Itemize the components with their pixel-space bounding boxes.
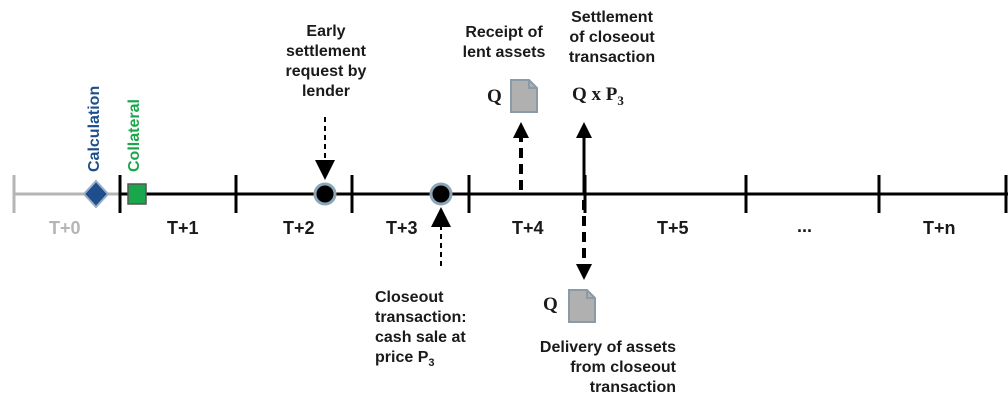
delivery-line: transaction (589, 379, 676, 396)
closeout-event-dot (429, 182, 453, 206)
early-settlement-line: lender (301, 83, 350, 100)
closeout-price-sub: 3 (428, 357, 435, 370)
closeout-price-word: price P (375, 349, 429, 366)
delivery-label: Delivery of assets from closeout transac… (526, 338, 676, 398)
tick-label-t1: T+1 (167, 218, 199, 238)
delivery-line: from closeout (570, 359, 676, 376)
delivery-arrowhead-icon (576, 264, 592, 280)
collateral-marker-icon (127, 183, 147, 205)
tick-label-ellipsis: ... (797, 216, 813, 236)
collateral-label: Collateral (126, 99, 143, 172)
receipt-quantity: Q (487, 86, 502, 107)
tick-label-t0: T+0 (49, 218, 81, 238)
closeout-line: cash sale at (375, 329, 466, 346)
delivery-line: Delivery of assets (539, 339, 676, 356)
closeout-price-text: Q x P (572, 84, 618, 105)
early-settlement-line: Early (306, 23, 346, 40)
closeout-line-price: price P3 (375, 348, 485, 373)
receipt-arrowhead-icon (513, 122, 529, 138)
closeout-line: Closeout (375, 289, 444, 306)
closeout-line: transaction: (375, 309, 467, 326)
delivery-quantity: Q (543, 294, 558, 315)
tick-label-t3: T+3 (386, 218, 418, 238)
closeout-price-quantity: Q x P3 (572, 84, 624, 109)
tick-label-t5: T+5 (657, 218, 689, 238)
calculation-label: Calculation (86, 85, 103, 172)
early-settlement-label: Early settlement request by lender (268, 22, 384, 102)
settlement-arrowhead-icon (576, 122, 592, 138)
receipt-line: Receipt of (465, 24, 543, 41)
tick-label-t2: T+2 (283, 218, 315, 238)
calculation-marker-icon (82, 179, 110, 209)
receipt-line: lent assets (462, 44, 546, 61)
early-settlement-event-dot (313, 182, 337, 206)
tick-label-t4: T+4 (512, 218, 544, 238)
settlement-closeout-label: Settlement of closeout transaction (560, 8, 664, 68)
settlement-closeout-line: Settlement (571, 9, 653, 26)
delivery-document-icon (568, 289, 596, 323)
settlement-closeout-line: transaction (568, 49, 656, 66)
closeout-label: Closeout transaction: cash sale at price… (375, 288, 485, 373)
closeout-price-subscript: 3 (617, 92, 624, 108)
receipt-label: Receipt of lent assets (456, 23, 552, 63)
tick-label-tn: T+n (923, 218, 956, 238)
early-settlement-line: request by (285, 63, 367, 80)
receipt-document-icon (510, 79, 538, 113)
early-settlement-line: settlement (285, 43, 367, 60)
settlement-closeout-line: of closeout (569, 29, 655, 46)
